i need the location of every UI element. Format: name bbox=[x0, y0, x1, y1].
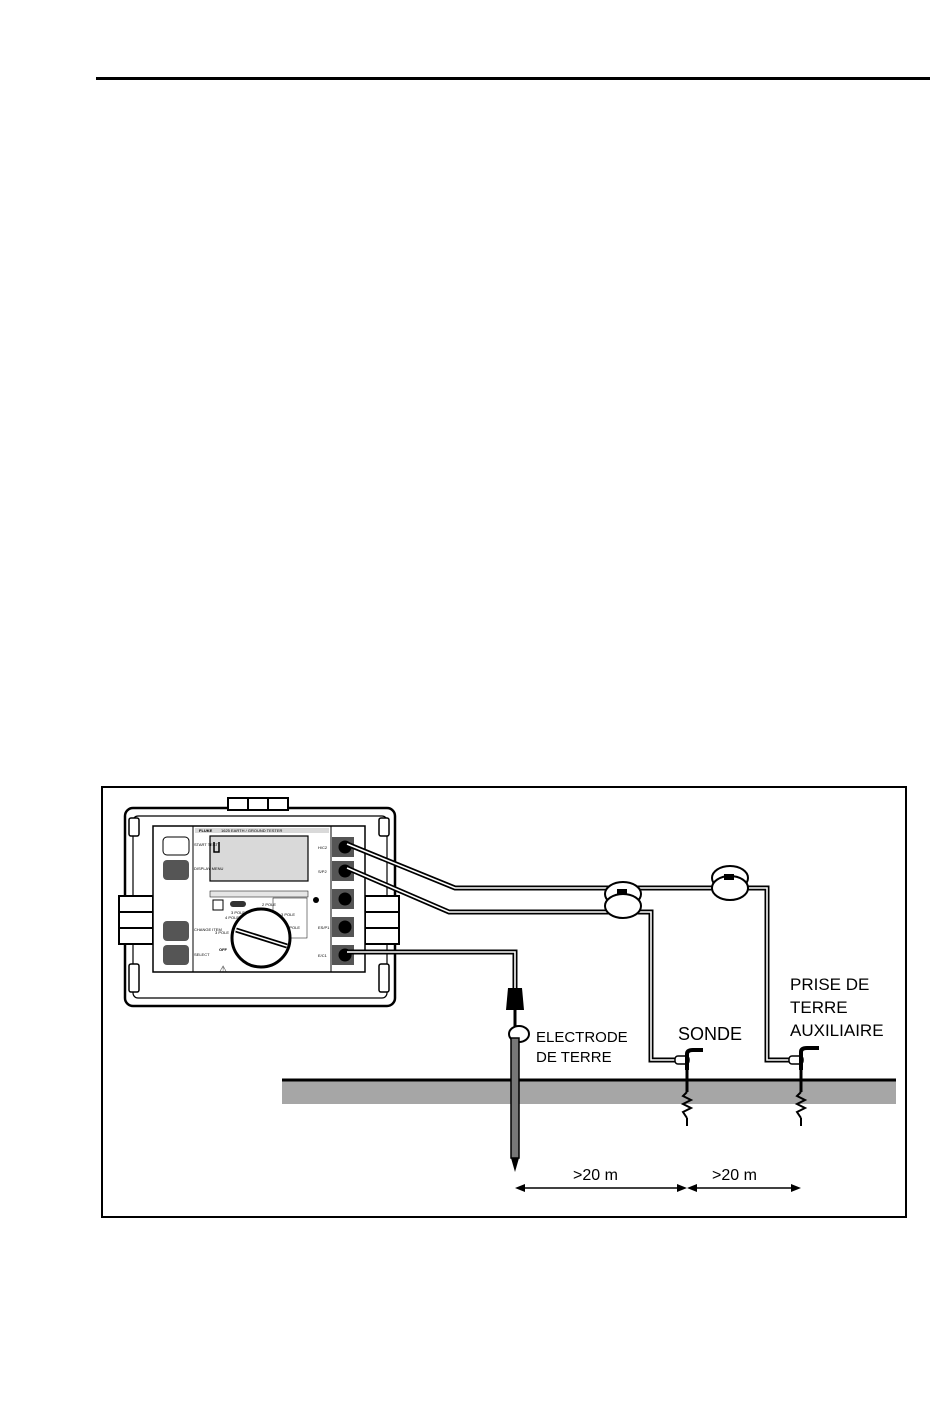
change-item-button[interactable] bbox=[163, 921, 189, 941]
electrode-label-line1: ELECTRODE bbox=[536, 1029, 628, 1046]
electrode-label-line2: DE TERRE bbox=[536, 1049, 612, 1066]
tester-top-tabs bbox=[228, 798, 288, 810]
distance-dimension-2 bbox=[687, 1184, 801, 1192]
display-menu-button[interactable] bbox=[163, 860, 189, 880]
aux-label-line2: TERRE bbox=[790, 998, 848, 1017]
display-menu-label: DISPLAY MENU bbox=[194, 866, 224, 871]
terminal-clamp[interactable] bbox=[339, 893, 352, 906]
aux-label-line1: PRISE DE bbox=[790, 975, 869, 994]
start-test-label: START TEST bbox=[194, 842, 218, 847]
figure-frame: FLUKE 1625 EARTH / GROUND TESTER START T… bbox=[101, 786, 907, 1218]
dial-pos-2pole: 2 POLE bbox=[262, 902, 276, 907]
dial-pos-3pole-b: 3 POLE bbox=[281, 912, 295, 917]
distance-label-1: >20 m bbox=[573, 1167, 618, 1184]
probe-label: SONDE bbox=[678, 1024, 742, 1044]
header-rule bbox=[96, 77, 930, 80]
start-test-button[interactable] bbox=[163, 837, 189, 855]
select-label: SELECT bbox=[194, 952, 210, 957]
terminal-es-p1-label: ES/P1 bbox=[318, 925, 330, 930]
distance-label-2: >20 m bbox=[712, 1167, 757, 1184]
model-title: 1625 EARTH / GROUND TESTER bbox=[221, 828, 283, 833]
select-button[interactable] bbox=[163, 945, 189, 965]
cable-reel-aux bbox=[712, 866, 748, 900]
terminal-s-p2-label: S/P2 bbox=[318, 869, 327, 874]
warning-icon: ⚠ bbox=[219, 964, 227, 974]
alligator-clip bbox=[506, 988, 524, 1010]
cable-reel-probe bbox=[605, 882, 641, 918]
terminal-es-p1[interactable] bbox=[339, 921, 352, 934]
brand-logo: FLUKE bbox=[199, 828, 213, 833]
rotary-dial[interactable] bbox=[232, 909, 290, 967]
electrode-tip bbox=[511, 1158, 519, 1172]
earth-ground-tester: FLUKE 1625 EARTH / GROUND TESTER START T… bbox=[119, 798, 399, 1006]
dial-pos-3pole-c: 3 POLE bbox=[215, 930, 229, 935]
distance-dimension-1 bbox=[515, 1184, 687, 1192]
aux-label-line3: AUXILIAIRE bbox=[790, 1021, 884, 1040]
ground-resistance-diagram: FLUKE 1625 EARTH / GROUND TESTER START T… bbox=[103, 788, 909, 1220]
electrode-rod bbox=[511, 1038, 519, 1158]
terminal-h-c2-label: H/C2 bbox=[318, 845, 328, 850]
dial-pos-off: OFF bbox=[219, 947, 228, 952]
lcd-display bbox=[210, 836, 308, 881]
terminal-indicator-dot bbox=[313, 897, 319, 903]
terminal-e-c1-label: E/C1 bbox=[318, 953, 328, 958]
